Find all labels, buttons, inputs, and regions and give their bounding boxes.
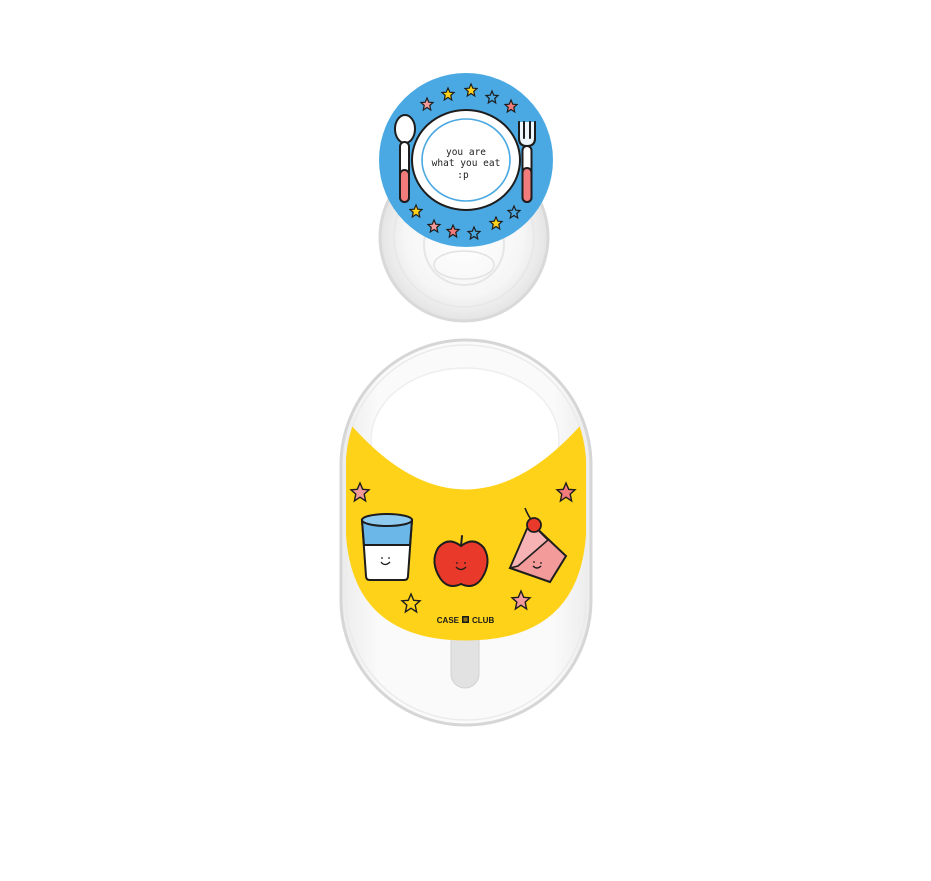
grip-top-disc: you are what you eat :p: [379, 73, 553, 247]
brand-logo: CASE CLUB: [437, 616, 494, 625]
plate-text-line1: you are: [446, 147, 486, 158]
brand-text-right: CLUB: [472, 616, 494, 625]
star-icon: [349, 481, 371, 503]
star-icon: [445, 223, 461, 239]
star-icon: [426, 218, 442, 234]
star-icon: [506, 204, 522, 220]
phone-grip: you are what you eat :p: [378, 73, 553, 323]
grip-holder: CASE CLUB: [339, 338, 593, 727]
apple-icon: [433, 535, 489, 587]
star-ring: [408, 82, 522, 241]
star-icon: [463, 82, 479, 98]
plate-icon: [411, 109, 521, 211]
star-icon: [440, 86, 456, 102]
star-icon: [408, 203, 424, 219]
holder-yellow-panel: [346, 418, 586, 641]
cake-slice-icon: [508, 507, 568, 584]
star-icon: [503, 98, 519, 114]
brand-text-left: CASE: [437, 616, 460, 625]
milk-glass-icon: [360, 513, 414, 581]
star-icon: [510, 589, 532, 611]
star-icon: [484, 89, 500, 105]
star-icon: [488, 215, 504, 231]
star-icon: [466, 225, 482, 241]
fork-icon: [518, 121, 536, 203]
star-icon: [419, 96, 435, 112]
spoon-icon: [394, 114, 416, 203]
star-icon: [555, 481, 577, 503]
plate-text-line2: what you eat: [432, 158, 501, 169]
star-icon: [400, 592, 422, 614]
plate-text-line3: :p: [457, 170, 469, 181]
